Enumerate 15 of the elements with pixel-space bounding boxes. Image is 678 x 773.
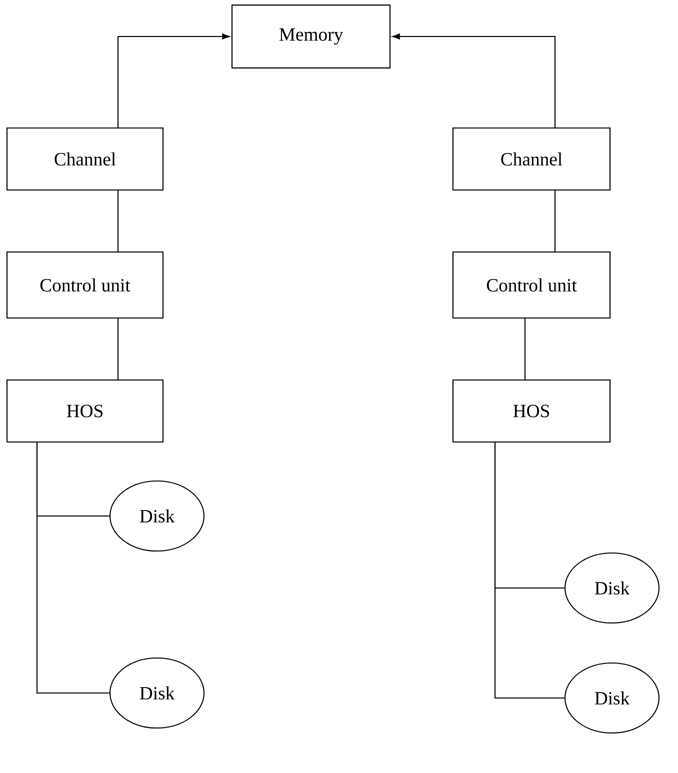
process-box: Channel (6, 127, 164, 191)
process-box: HOS (452, 379, 611, 443)
connector-line (524, 318, 526, 380)
connector-line (117, 34, 230, 128)
connector-line (117, 318, 119, 380)
connector-line (554, 190, 556, 252)
connector-line (36, 442, 110, 694)
connector-line (494, 442, 564, 699)
process-box: Control unit (6, 251, 164, 319)
process-box: Memory (231, 4, 391, 68)
connector-line (117, 190, 119, 252)
connector-line (392, 34, 556, 128)
process-box: HOS (6, 379, 164, 443)
process-box: Control unit (452, 251, 611, 319)
process-box: Channel (452, 127, 611, 191)
